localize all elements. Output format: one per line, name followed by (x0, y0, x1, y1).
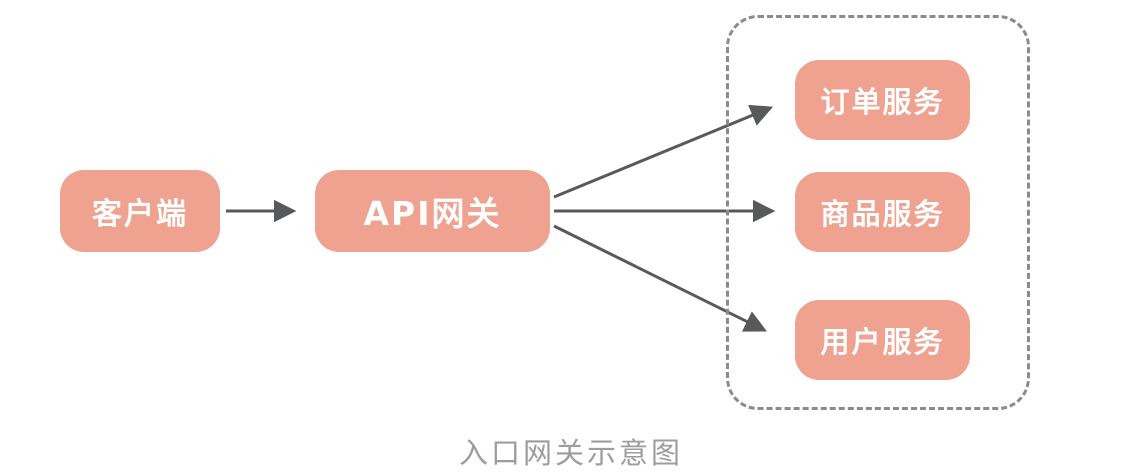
node-order-service-label: 订单服务 (820, 85, 945, 119)
node-user-service: 用户服务 (795, 300, 970, 380)
node-product-service: 商品服务 (795, 172, 970, 252)
node-client-label: 客户端 (92, 197, 188, 232)
node-client: 客户端 (60, 170, 220, 252)
node-user-service-label: 用户服务 (820, 325, 945, 359)
node-api-gateway: API网关 (315, 170, 550, 252)
diagram-caption: 入口网关示意图 (458, 436, 683, 470)
service-cluster-border (726, 15, 1030, 410)
node-order-service: 订单服务 (795, 60, 970, 140)
node-product-service-label: 商品服务 (820, 197, 945, 231)
node-api-gateway-label: API网关 (363, 194, 502, 233)
